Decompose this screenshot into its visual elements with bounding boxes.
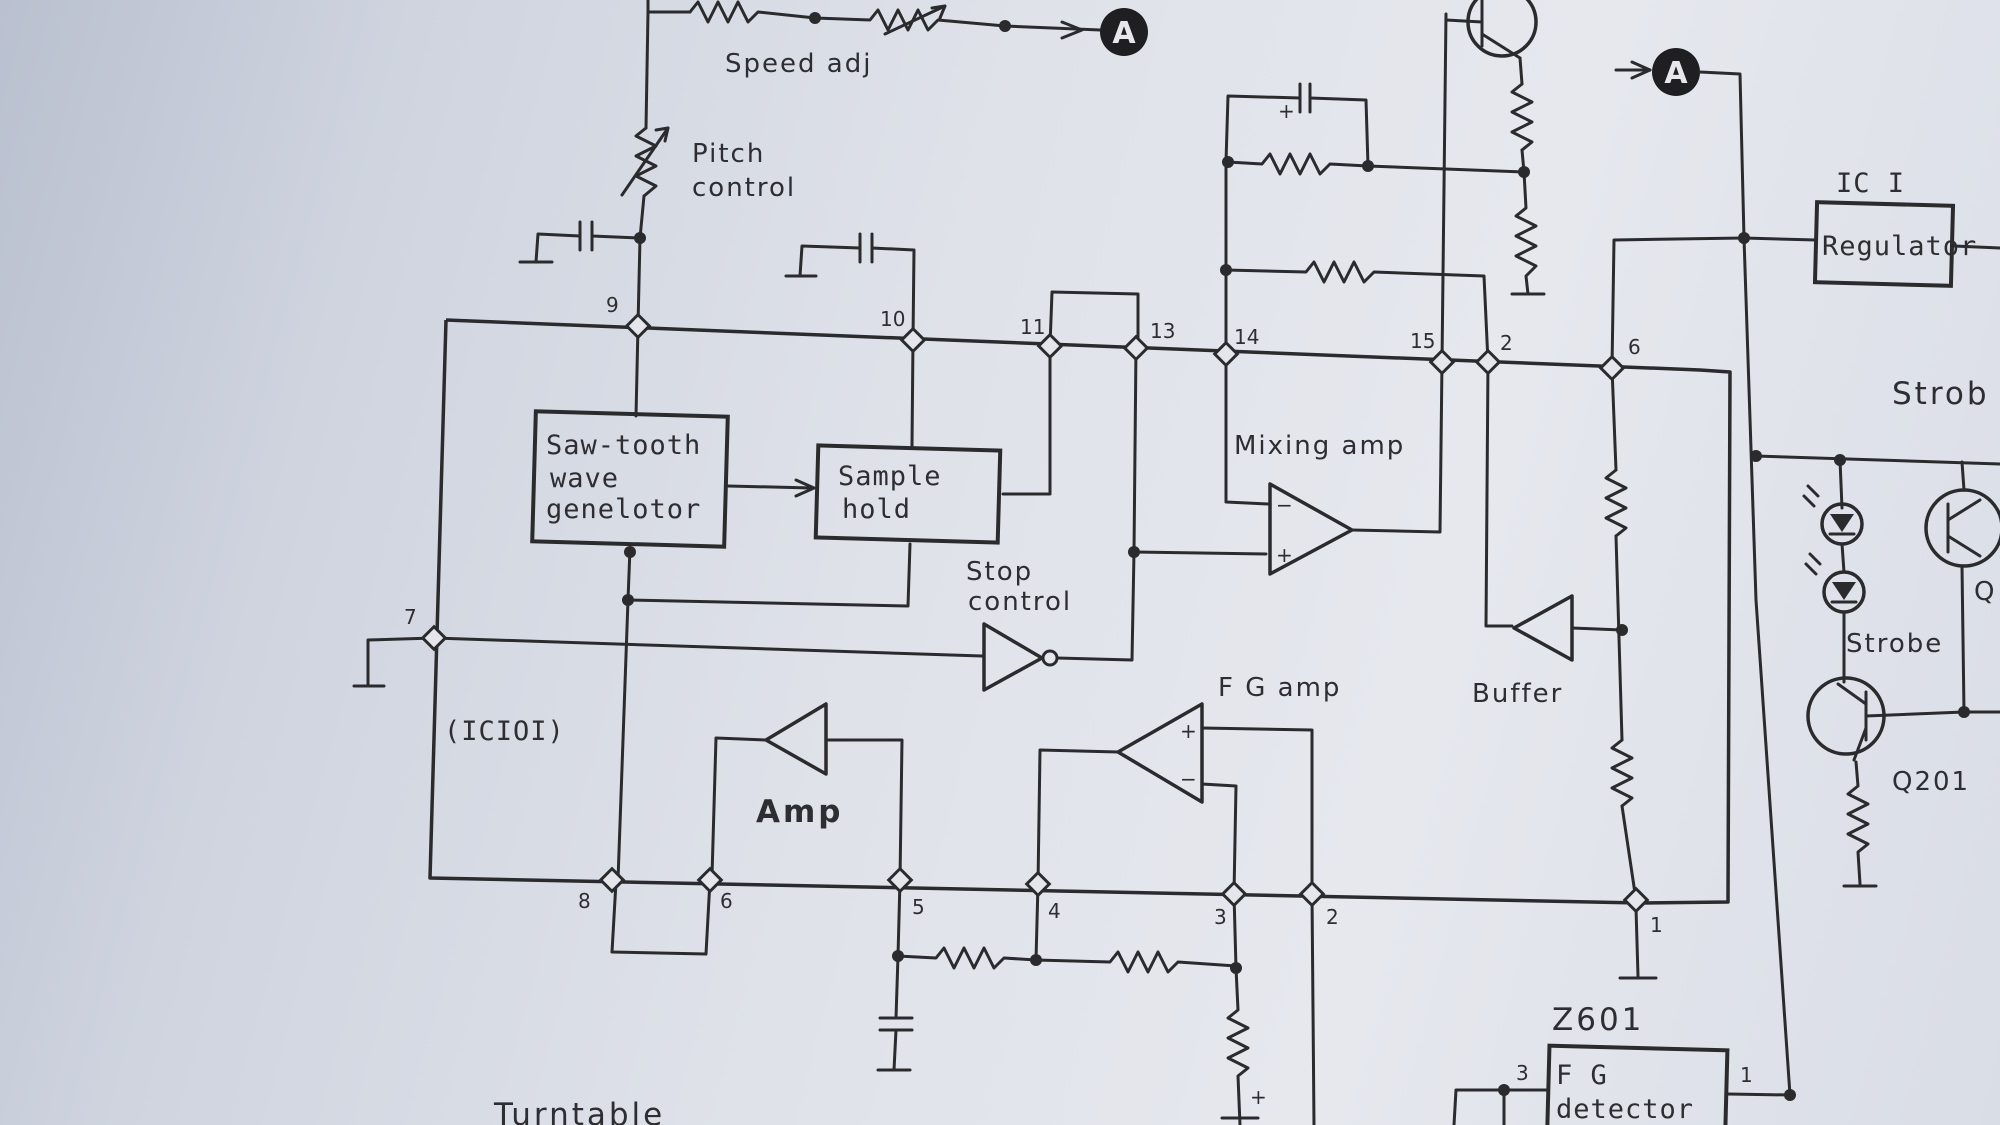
pin8-6-loop — [610, 878, 712, 956]
bottom-network: + — [876, 878, 1316, 1125]
svg-text:+: + — [1250, 1085, 1267, 1109]
q201-label: Q201 — [1892, 767, 1970, 797]
turntable-label: Turntable — [493, 1097, 665, 1125]
buffer-amp — [1484, 360, 1628, 662]
pin-5: 5 — [912, 895, 925, 919]
saw-label-3: genelotor — [546, 494, 701, 525]
sample-label-1: Sample — [838, 461, 942, 492]
pitch-control-pot — [620, 10, 670, 328]
ic-pin-markers — [420, 312, 1650, 914]
ic101-label: (ICIOI) — [444, 716, 565, 747]
pin-14: 14 — [1234, 325, 1259, 349]
pitch-label-2: control — [692, 173, 796, 203]
pin-8: 8 — [578, 889, 591, 913]
sample-label-2: hold — [842, 494, 911, 525]
sawtooth-generator-block — [530, 409, 730, 549]
pin-1: 1 — [1650, 913, 1663, 937]
mixing-amp: − + — [1132, 352, 1444, 576]
stop-label-1: Stop — [966, 557, 1033, 587]
pitch-label-1: Pitch — [692, 139, 765, 169]
amp-label: Amp — [756, 794, 843, 830]
sample-hold-block — [813, 443, 1003, 545]
strobe-circuit — [1750, 450, 2000, 888]
regulator-input-line — [1610, 236, 1746, 370]
pin-6-top: 6 — [1628, 335, 1641, 359]
pin-15: 15 — [1410, 329, 1435, 353]
svg-text:+: + — [1278, 99, 1295, 123]
z601-label: Z601 — [1552, 1002, 1644, 1038]
pin-11: 11 — [1020, 315, 1045, 339]
capacitor-pin9 — [518, 220, 642, 264]
ic1-label: IC I — [1836, 168, 1905, 199]
mixing-feedback-network: + — [1220, 82, 1526, 364]
connector-a-right: A — [1614, 48, 1792, 1097]
fg-amp: + − — [1036, 702, 1314, 896]
pin-z3: 3 — [1516, 1061, 1529, 1085]
mixing-amp-label: Mixing amp — [1234, 431, 1405, 461]
sawtooth-wiring — [616, 324, 1052, 882]
pin-7: 7 — [404, 605, 417, 629]
connector-a-right-label: A — [1664, 56, 1688, 91]
speed-adj-label: Speed adj — [725, 49, 872, 79]
pin-10: 10 — [880, 307, 905, 331]
pin-3: 3 — [1214, 905, 1227, 929]
stop-control-inverter — [432, 346, 1140, 692]
fg-detector-wiring — [1452, 1084, 1796, 1125]
pin-2-bottom: 2 — [1326, 905, 1339, 929]
strobe-label: Strobe — [1846, 629, 1943, 659]
speed-adj-network — [646, 0, 1102, 40]
regulator-label: Regulator — [1822, 231, 1977, 262]
svg-text:+: + — [1180, 719, 1197, 743]
q-partial-label: Q — [1974, 577, 1996, 607]
pin-13: 13 — [1150, 319, 1175, 343]
fg-amp-label: F G amp — [1218, 673, 1341, 703]
fg-detector-label-2: detector — [1556, 1094, 1694, 1125]
svg-text:−: − — [1276, 493, 1293, 517]
buffer-label: Buffer — [1472, 679, 1563, 709]
saw-label-2: wave — [550, 463, 619, 494]
top-transistor — [1440, 0, 1546, 364]
fg-detector-block — [1544, 1043, 1730, 1125]
pin11-13-loop — [1048, 290, 1140, 350]
svg-text:+: + — [1276, 543, 1293, 567]
pin7-ground — [352, 636, 436, 688]
strobe-header-label: Strob — [1892, 376, 1990, 412]
connector-a-label: A — [1112, 16, 1136, 51]
svg-text:−: − — [1180, 767, 1197, 791]
stop-label-2: control — [968, 587, 1072, 617]
regulator-block — [1738, 200, 2000, 288]
connector-a-left: A — [1100, 8, 1148, 56]
fg-detector-label-1: F G — [1556, 1060, 1608, 1091]
pin-2-top: 2 — [1500, 331, 1513, 355]
ic101-outline — [428, 318, 1732, 905]
pin-9: 9 — [606, 293, 619, 317]
capacitor-pin10 — [784, 232, 916, 342]
pin-z1: 1 — [1740, 1063, 1753, 1087]
pin-6-bottom: 6 — [720, 889, 733, 913]
saw-label-1: Saw-tooth — [546, 430, 701, 461]
pin-4: 4 — [1048, 899, 1061, 923]
amp — [710, 702, 904, 882]
divider-resistors — [1604, 366, 1658, 980]
